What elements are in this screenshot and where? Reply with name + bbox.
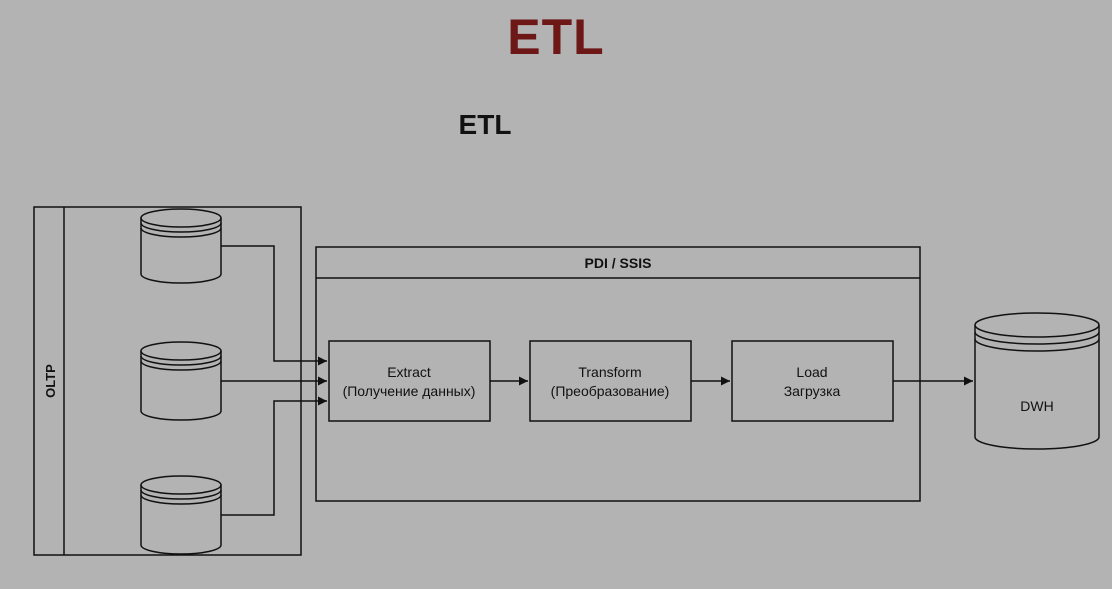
source-database-icon-2 [140,341,222,421]
source-1-to-extract-arrow [221,245,327,366]
extract-step: Extract (Получение данных) [328,340,491,422]
pdi-ssis-pool: PDI / SSIS [315,246,921,502]
dwh-database-icon [974,312,1100,450]
transform-step-title: Transform [578,364,641,380]
pdi-ssis-label: PDI / SSIS [585,255,652,271]
source-database-icon-3 [140,475,222,555]
slide-title: ETL [507,9,605,65]
load-step-title: Load [796,364,827,380]
load-step-subtitle: Загрузка [784,383,841,399]
extract-step-title: Extract [387,364,431,380]
connectors [221,245,973,516]
extract-step-subtitle: (Получение данных) [343,383,476,399]
source-database-icon-1 [140,208,222,284]
dwh-label: DWH [1020,398,1053,414]
oltp-label: OLTP [43,364,58,398]
transform-step-subtitle: (Преобразование) [551,383,670,399]
load-step: Load Загрузка [731,340,894,422]
transform-step: Transform (Преобразование) [529,340,692,422]
source-3-to-extract-arrow [221,396,327,516]
diagram-title: ETL [458,109,512,140]
